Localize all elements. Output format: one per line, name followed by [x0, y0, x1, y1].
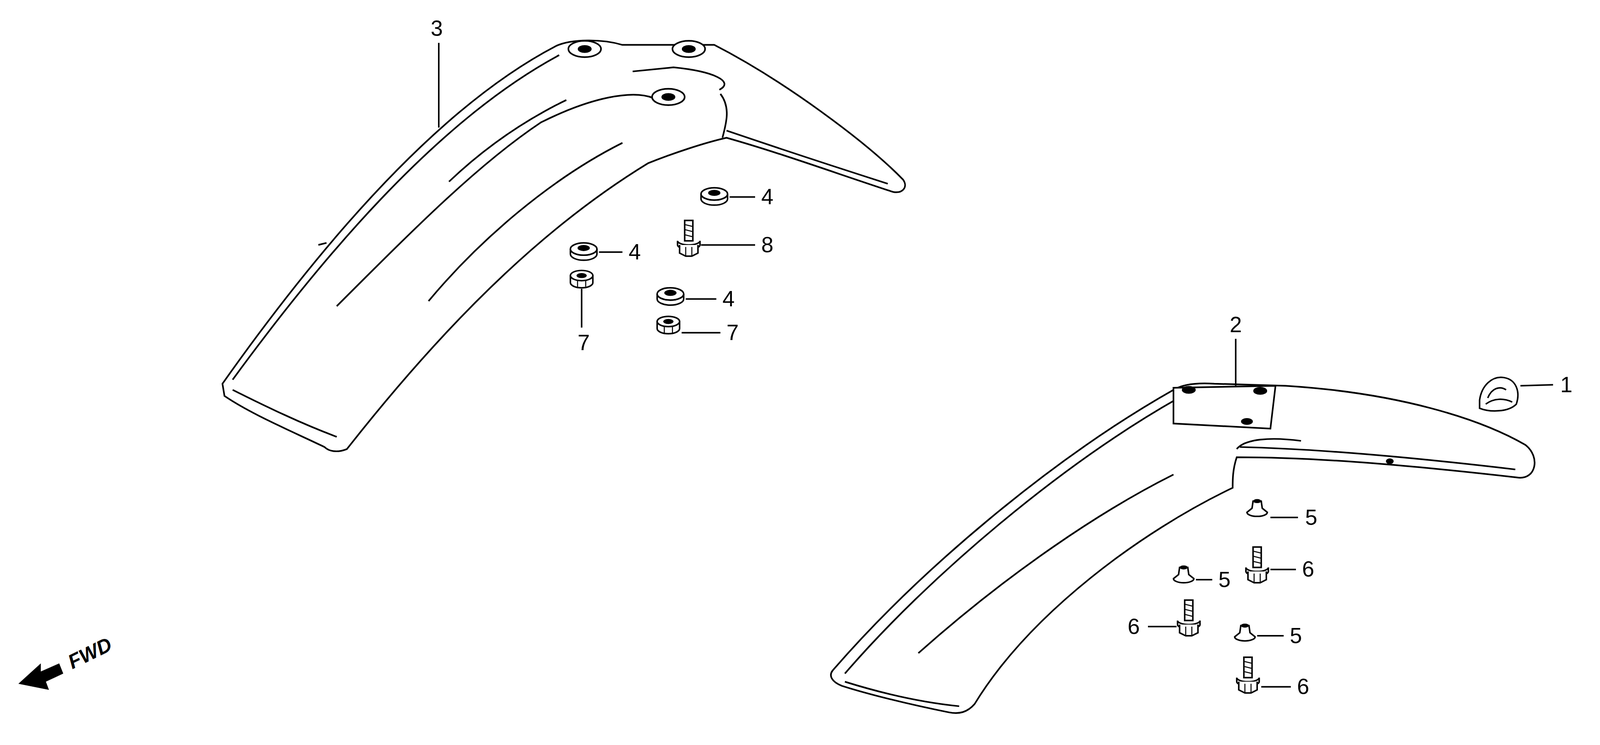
callout-number: 4 [628, 240, 641, 263]
clip-part [1479, 377, 1518, 411]
callout-number: 6 [1296, 675, 1310, 698]
forward-arrow [18, 663, 64, 690]
callout-number: 7 [726, 321, 739, 344]
callout-number: 5 [1218, 568, 1231, 591]
callout-number: 3 [430, 17, 443, 40]
callout-number: 6 [1127, 615, 1140, 638]
callout-number: 1 [1560, 373, 1573, 396]
direction-label: FWD [64, 633, 115, 672]
callout-number: 4 [722, 287, 735, 310]
callout-number: 7 [577, 331, 590, 354]
callout-number: 4 [761, 185, 774, 208]
callout-number: 5 [1289, 624, 1303, 647]
callout-number: 5 [1305, 506, 1318, 529]
front-fender [222, 40, 905, 451]
rear-fender [830, 383, 1535, 713]
callout-number: 8 [761, 233, 774, 256]
callout-number: 6 [1302, 558, 1315, 580]
hardware [570, 187, 1269, 693]
leader-lines [438, 42, 1554, 687]
callout-number: 2 [1229, 313, 1242, 336]
